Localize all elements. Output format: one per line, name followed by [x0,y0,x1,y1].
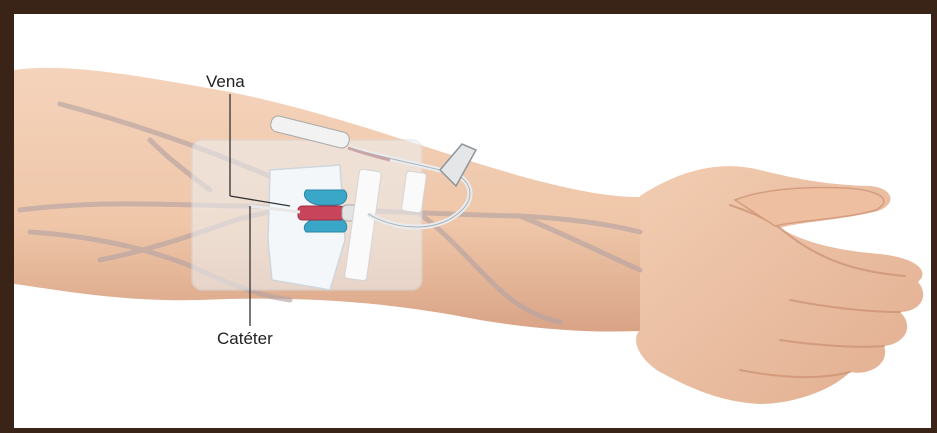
vein-label: Vena [206,72,245,92]
catheter-label: Catéter [217,329,273,349]
catheter-hub [298,206,344,220]
